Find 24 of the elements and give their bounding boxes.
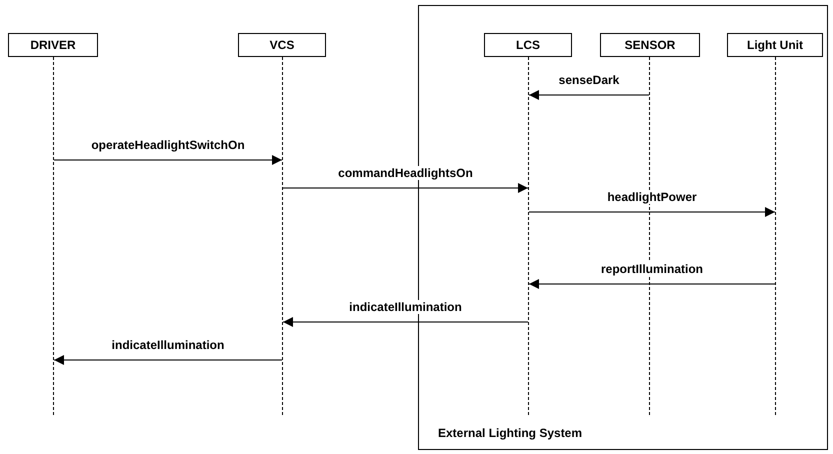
frame-title: External Lighting System xyxy=(438,426,582,440)
participant-box: VCS xyxy=(238,33,326,57)
lifeline xyxy=(282,57,283,415)
message-arrow xyxy=(54,355,282,365)
participant-box: Light Unit xyxy=(727,33,823,57)
lifeline xyxy=(775,57,776,415)
lifeline xyxy=(528,57,529,415)
message-label: reportIllumination xyxy=(599,262,705,276)
message-arrow xyxy=(528,207,776,217)
message-arrow xyxy=(528,90,650,100)
message-arrow xyxy=(282,183,528,193)
participant-box: DRIVER xyxy=(8,33,98,57)
message-arrow xyxy=(54,155,282,165)
message-arrow xyxy=(282,317,528,327)
participant-box: LCS xyxy=(484,33,572,57)
message-label: operateHeadlightSwitchOn xyxy=(89,138,247,152)
message-label: indicateIllumination xyxy=(110,338,226,352)
lifeline xyxy=(53,57,54,415)
message-label: commandHeadlightsOn xyxy=(336,166,475,180)
message-arrow xyxy=(528,279,776,289)
message-label: indicateIllumination xyxy=(347,300,464,314)
message-label: senseDark xyxy=(556,73,622,87)
message-label: headlightPower xyxy=(605,190,699,204)
participant-box: SENSOR xyxy=(600,33,700,57)
